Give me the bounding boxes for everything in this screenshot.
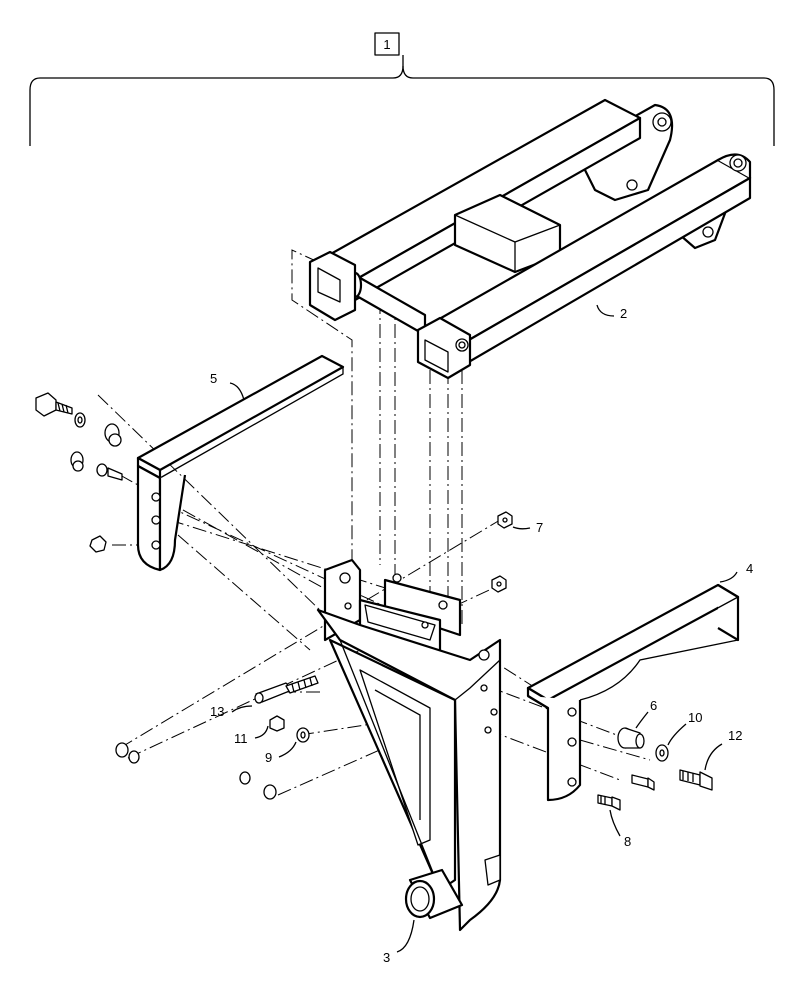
leaders bbox=[229, 304, 738, 953]
callout-13: 13 bbox=[210, 704, 224, 719]
callout-6: 6 bbox=[650, 698, 657, 713]
plate-5 bbox=[136, 354, 345, 572]
plate-4 bbox=[526, 583, 740, 802]
swing-arm-frame bbox=[308, 98, 752, 380]
right-hardware bbox=[597, 727, 713, 811]
mount-bracket bbox=[316, 558, 502, 932]
left-hardware bbox=[35, 392, 123, 553]
callout-12: 12 bbox=[728, 728, 742, 743]
callout-4: 4 bbox=[746, 561, 753, 576]
callout-10: 10 bbox=[688, 710, 702, 725]
center-hardware bbox=[115, 511, 513, 800]
callout-box-1 bbox=[374, 32, 400, 56]
callout-8: 8 bbox=[624, 834, 631, 849]
callout-11: 11 bbox=[234, 731, 248, 746]
callouts: 2 3 4 5 6 7 8 9 10 11 12 13 bbox=[210, 306, 753, 965]
callout-9: 9 bbox=[265, 750, 272, 765]
callout-2: 2 bbox=[620, 306, 627, 321]
assembly-bracket: 1 bbox=[29, 32, 775, 146]
callout-1: 1 bbox=[383, 37, 390, 52]
callout-5: 5 bbox=[210, 371, 217, 386]
callout-3: 3 bbox=[383, 950, 390, 965]
callout-7: 7 bbox=[536, 520, 543, 535]
